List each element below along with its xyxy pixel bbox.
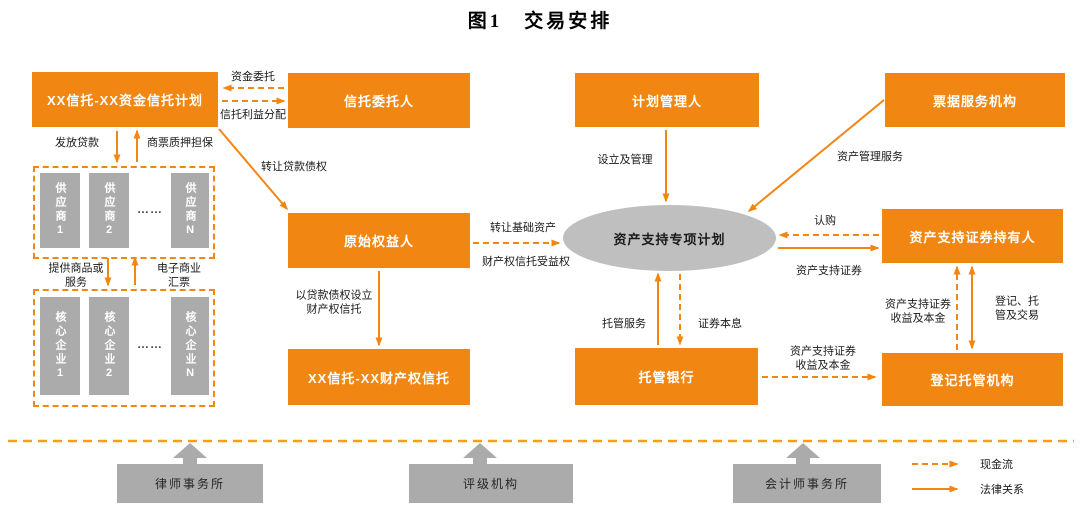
label-bill-pledge-guarantee: 商票质押担保 <box>147 136 213 149</box>
figure-title: 图1 交易安排 <box>467 11 613 32</box>
node-law-firm: 律师事务所 <box>117 464 263 503</box>
label-issue-loans: 发放贷款 <box>55 136 99 149</box>
label-fund-entrust: 资金委托 <box>231 70 275 83</box>
label-transfer-underlying-assets: 转让基础资产 <box>490 221 556 234</box>
node-originator: 原始权益人 <box>288 213 470 268</box>
label-abs-pi-vertical: 资产支持证券 收益及本金 <box>885 298 951 325</box>
core-enterprise-1-label: 核心企业1 <box>54 310 67 382</box>
node-registrar: 登记托管机构 <box>882 353 1063 406</box>
node-trust-plan: XX信托-XX资金信托计划 <box>32 72 218 127</box>
node-spv: 资产支持专项计划 <box>563 205 776 271</box>
label-subscription: 认购 <box>814 214 836 227</box>
rating-agency-up-arrow <box>463 443 497 464</box>
node-plan-manager: 计划管理人 <box>575 73 759 127</box>
legend-cash-flow-label: 现金流 <box>980 459 1013 471</box>
suppliers-ellipsis: …… <box>137 202 163 216</box>
supplier-1-label: 供应商1 <box>54 182 67 239</box>
arrow-asset-management-service <box>747 99 885 212</box>
supplier-2-label: 供应商2 <box>103 182 116 239</box>
node-bill-service: 票据服务机构 <box>885 73 1065 127</box>
core-enterprise-n-label: 核心企业N <box>184 310 197 382</box>
legend-legal-relationship-label: 法律关系 <box>980 484 1024 496</box>
accounting-firm-up-arrow <box>786 443 820 464</box>
label-provide-goods-services: 提供商品或 服务 <box>48 262 104 289</box>
core-enterprise-2-box: 核心企业2 <box>89 297 129 395</box>
node-rating-agency: 评级机构 <box>409 464 573 503</box>
core-enterprise-2-label: 核心企业2 <box>103 310 116 382</box>
supplier-1-box: 供应商1 <box>40 173 80 248</box>
node-accounting-firm: 会计师事务所 <box>733 464 881 503</box>
law-firm-up-arrow <box>173 443 207 464</box>
label-e-commercial-bill: 电子商业 汇票 <box>157 262 201 289</box>
node-trustor: 信托委托人 <box>288 73 470 128</box>
node-abs-holders: 资产支持证券持有人 <box>882 209 1063 263</box>
supplier-2-box: 供应商2 <box>89 173 129 248</box>
label-setup-property-trust: 以贷款债权设立 财产权信托 <box>295 289 373 316</box>
label-custody-service: 托管服务 <box>602 317 646 330</box>
supplier-n-box: 供应商N <box>171 173 209 248</box>
node-property-trust: XX信托-XX财产权信托 <box>288 349 470 405</box>
label-abs-securities: 资产支持证券 <box>796 264 862 277</box>
core-enterprises-group: 核心企业1 核心企业2 …… 核心企业N <box>33 289 215 407</box>
label-property-trust-benefit-right: 财产权信托受益权 <box>482 255 570 268</box>
label-setup-and-manage: 设立及管理 <box>597 153 653 166</box>
label-trust-benefit-distribution: 信托利益分配 <box>220 108 286 121</box>
core-enterprises-ellipsis: …… <box>137 337 163 351</box>
core-enterprise-1-box: 核心企业1 <box>40 297 80 395</box>
label-securities-principal-interest: 证券本息 <box>698 317 742 330</box>
node-custodian-bank: 托管银行 <box>575 348 758 405</box>
label-asset-management-service: 资产管理服务 <box>837 150 903 163</box>
label-abs-pi-horizontal: 资产支持证券 收益及本金 <box>790 345 856 372</box>
core-enterprise-n-box: 核心企业N <box>171 297 209 395</box>
suppliers-group: 供应商1 供应商2 …… 供应商N <box>33 166 215 259</box>
supplier-n-label: 供应商N <box>184 182 197 239</box>
arrow-transfer-loan-claims <box>218 128 288 211</box>
label-transfer-loan-claims: 转让贷款债权 <box>261 160 327 173</box>
label-registration-custody-trading: 登记、托 管及交易 <box>995 295 1039 322</box>
